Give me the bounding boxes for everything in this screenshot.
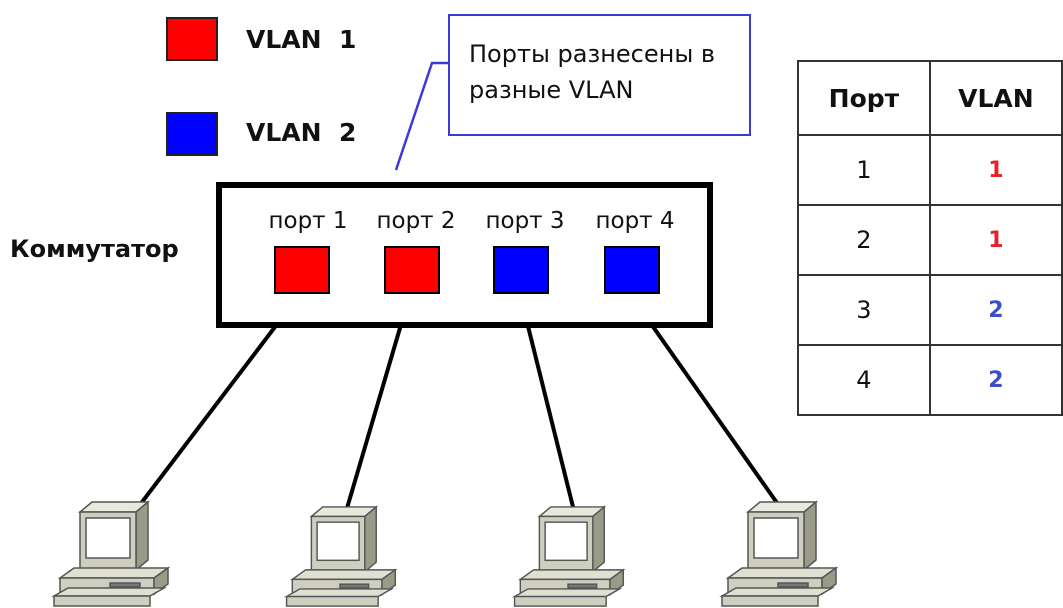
port-square-2 (384, 246, 440, 294)
table-header-vlan: VLAN (928, 60, 1063, 136)
legend-swatch-vlan1 (166, 17, 218, 61)
computer-icon (51, 500, 170, 607)
computer-icon (719, 500, 838, 607)
callout-line-2: разные VLAN (469, 76, 634, 104)
table-row: 4 2 (797, 344, 1063, 416)
table-row: 1 1 (797, 134, 1063, 206)
table-cell-vlan: 2 (928, 344, 1063, 416)
computer-icon (283, 505, 398, 607)
cable-2 (343, 293, 412, 516)
legend-label-vlan2: VLAN 2 (246, 118, 357, 147)
port-label-4: порт 4 (595, 208, 675, 234)
computer-icon (511, 505, 626, 607)
table-cell-port: 1 (797, 134, 931, 206)
callout-pointer (394, 61, 448, 171)
cable-1 (134, 292, 302, 512)
port-label-1: порт 1 (268, 208, 348, 234)
table-row: 2 1 (797, 204, 1063, 276)
table-row: 3 2 (797, 274, 1063, 346)
table-cell-vlan: 2 (928, 274, 1063, 346)
port-label-3: порт 3 (485, 208, 565, 234)
table-header-port: Порт (797, 60, 931, 136)
switch-label: Коммутатор (10, 235, 179, 263)
callout-line-1: Порты разнесены в (469, 40, 716, 68)
table-cell-port: 4 (797, 344, 931, 416)
table-cell-port: 3 (797, 274, 931, 346)
legend-swatch-vlan2 (166, 112, 218, 156)
port-square-3 (493, 246, 549, 294)
legend-label-vlan1: VLAN 1 (246, 25, 357, 54)
port-square-1 (274, 246, 330, 294)
table-cell-vlan: 1 (928, 134, 1063, 206)
table-cell-vlan: 1 (928, 204, 1063, 276)
port-vlan-table: Порт VLAN 1 1 2 1 3 2 4 2 (797, 60, 1063, 416)
port-label-2: порт 2 (376, 208, 456, 234)
callout-box: Порты разнесены в разные VLAN (448, 14, 751, 136)
port-square-4 (604, 246, 660, 294)
cable-4 (628, 292, 784, 512)
table-cell-port: 2 (797, 204, 931, 276)
cable-3 (518, 293, 577, 516)
table-header-row: Порт VLAN (797, 60, 1063, 136)
